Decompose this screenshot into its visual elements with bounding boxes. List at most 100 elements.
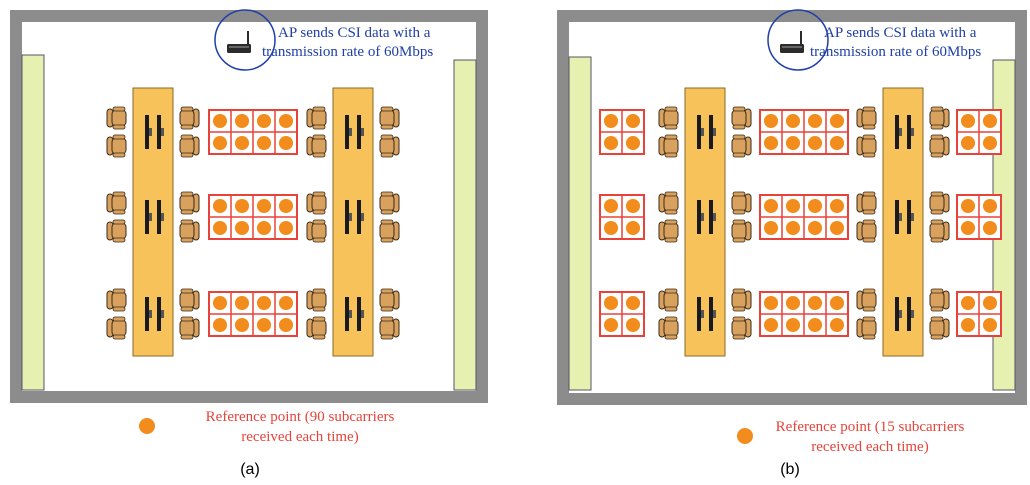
chair-arm [732,152,746,158]
monitor-stand [361,128,364,136]
chair-arm [930,124,944,130]
reference-point-grid [599,109,645,155]
monitor-stand [149,213,152,221]
chair-arm [380,288,394,294]
chair-arm [664,134,678,140]
chair-arm [112,209,126,215]
chair-arm [380,191,394,197]
chair-icon [306,316,327,340]
chair-icon [658,288,679,312]
chair-arm [112,334,126,340]
monitor-icon [907,297,911,331]
reference-point-dot [785,317,801,333]
reference-point-dot [785,198,801,214]
reference-point-dot [807,295,823,311]
chair-icon [106,134,127,158]
monitor-stand [361,310,364,318]
chair-arm [180,124,194,130]
monitor-icon [907,115,911,149]
chair-arm [862,316,876,322]
panel-caption: (a) [240,461,260,478]
chair-icon [731,316,752,340]
reference-point-dot [256,220,272,236]
chair-seat [861,222,877,240]
reference-point-grid [208,194,298,240]
reference-point-dot [234,295,250,311]
chair-seat [731,222,747,240]
monitor-icon [895,200,899,234]
chair-seat [929,319,945,337]
chair-icon [856,134,877,158]
chair-icon [731,191,752,215]
chair-icon [856,191,877,215]
reference-point-dot [763,113,779,129]
reference-point-grid [599,194,645,240]
reference-point-dot [212,113,228,129]
reference-point-grid [599,291,645,337]
chair-arm [664,106,678,112]
reference-point-dot [785,220,801,236]
chair-seat [311,109,327,127]
chair-seat [379,109,395,127]
ap-label-line2: transmission rate of 60Mbps [810,44,981,60]
chair-arm [862,219,876,225]
monitor-icon [709,115,713,149]
chair-icon [856,316,877,340]
monitor-stand [149,128,152,136]
chair-arm [930,152,944,158]
reference-point-dot [807,135,823,151]
reference-point-dot [625,135,641,151]
chair-arm [930,334,944,340]
chair-seat [179,222,195,240]
chair-arm [664,306,678,312]
chair-arm [312,219,326,225]
reference-point-dot [212,198,228,214]
chair-arm [180,237,194,243]
chair-icon [658,316,679,340]
reference-point-dot [763,135,779,151]
chair-seat [311,319,327,337]
chair-icon [731,106,752,130]
reference-point-dot [603,317,619,333]
chair-icon [856,288,877,312]
reference-point-dot [256,113,272,129]
chair-seat [311,291,327,309]
chair-seat [861,137,877,155]
reference-point-dot [625,113,641,129]
monitor-icon [145,200,149,234]
monitor-icon [357,115,361,149]
chair-arm [312,237,326,243]
side-table-right [453,59,477,391]
reference-point-dot [763,295,779,311]
ap-label-line2: transmission rate of 60Mbps [262,44,433,60]
chair-seat [179,137,195,155]
chair-arm [180,106,194,112]
chair-arm [380,219,394,225]
monitor-icon [697,297,701,331]
monitor-stand [149,310,152,318]
monitor-stand [349,213,352,221]
monitor-stand [713,213,716,221]
chair-seat [861,109,877,127]
monitor-stand [911,128,914,136]
chair-arm [180,316,194,322]
chair-icon [379,288,400,312]
legend-line1: Reference point (90 subcarriers [206,409,395,425]
chair-icon [929,106,950,130]
monitor-stand [701,213,704,221]
reference-point-dot [603,113,619,129]
chair-seat [663,137,679,155]
monitor-icon [697,115,701,149]
chair-arm [312,106,326,112]
reference-point-dot [960,295,976,311]
side-table-left [568,56,592,391]
chair-arm [862,306,876,312]
chair-icon [179,191,200,215]
chair-arm [380,106,394,112]
router-detail [782,46,802,48]
chair-arm [380,316,394,322]
reference-point-dot [785,113,801,129]
chair-arm [380,306,394,312]
chair-arm [664,316,678,322]
reference-point-dot [829,198,845,214]
